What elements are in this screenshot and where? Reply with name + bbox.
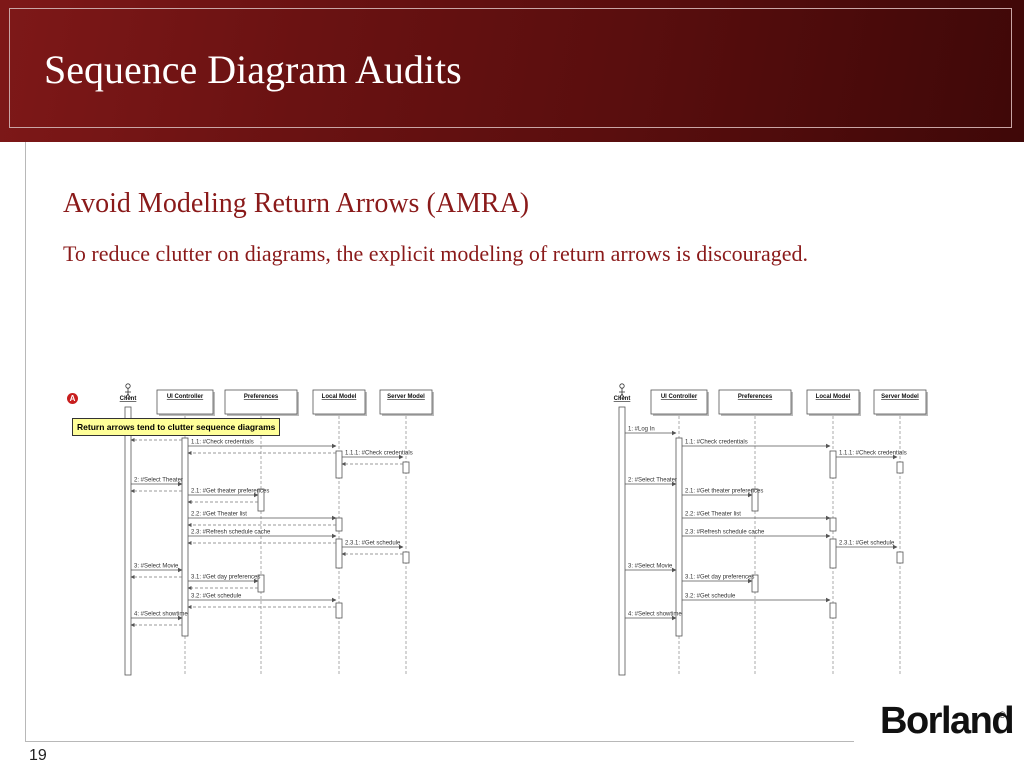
message-label: 1.1.1: #Check credentials [345, 451, 413, 457]
activation-bar [829, 450, 837, 479]
slide-body-text: To reduce clutter on diagrams, the expli… [63, 241, 809, 266]
activation-bar [751, 574, 759, 593]
message-label: 4: #Select showtime [628, 612, 682, 618]
message-label: 2.3: #Refresh schedule cache [685, 530, 765, 536]
activation-bar [751, 488, 759, 512]
message-label: 2.1: #Get theater preferences [191, 489, 269, 495]
message-label: 2.3.1: #Get schedule [345, 541, 401, 547]
object-box [873, 389, 927, 415]
bottom-divider [25, 741, 854, 742]
message-label: 2: #Select Theater [628, 478, 677, 484]
activation-bar [335, 450, 343, 479]
actor-head-icon [619, 383, 625, 389]
message-label: 3.2: #Get schedule [685, 594, 736, 600]
activation-bar [335, 538, 343, 569]
message-label: 4: #Select showtime [134, 612, 188, 618]
object-box [806, 389, 860, 415]
message-label: 1.1: #Check credentials [191, 440, 254, 446]
message-label: 1.1: #Check credentials [685, 440, 748, 446]
object-label: Server Model [881, 394, 919, 400]
object-box [224, 389, 298, 415]
message-label: 3.1: #Get day preferences [191, 575, 260, 581]
activation-bar [402, 461, 410, 474]
object-box [650, 389, 708, 415]
message-label: 2.3: #Refresh schedule cache [191, 530, 271, 536]
message-label: 2.3.1: #Get schedule [839, 541, 895, 547]
activation-bar [829, 538, 837, 569]
sequence-diagram-with-returns: Client UI Controller Preferences Local Mode… [120, 383, 434, 676]
message-label: 3.2: #Get schedule [191, 594, 242, 600]
activation-bar [335, 602, 343, 619]
object-box [718, 389, 792, 415]
title-frame [9, 8, 1012, 128]
object-box [379, 389, 433, 415]
actor-activation-bar [618, 406, 626, 676]
message-label: 2: #Select Theater [134, 478, 183, 484]
message-label: 2.1: #Get theater preferences [685, 489, 763, 495]
object-label: UI Controller [167, 394, 204, 400]
message-label: 3: #Select Movie [134, 564, 179, 570]
actor-icon [619, 388, 625, 399]
actor-icon [125, 388, 131, 399]
object-box [312, 389, 366, 415]
left-divider [25, 142, 26, 742]
activation-bar [829, 517, 837, 532]
sequence-diagram-without-returns: Client UI Controller Preferences Local Mode… [614, 383, 928, 676]
activation-bar [675, 437, 683, 637]
message-label: 2.2: #Get Theater list [685, 512, 741, 518]
activation-bar [402, 551, 410, 564]
activation-bar [829, 602, 837, 619]
activation-bar [257, 574, 265, 593]
slide-title: Sequence Diagram Audits [44, 47, 462, 92]
registered-mark: ® [999, 710, 1006, 720]
borland-logo: Borland [880, 700, 1015, 742]
slide-subtitle: Avoid Modeling Return Arrows (AMRA) [63, 188, 530, 219]
activation-bar [335, 517, 343, 532]
activation-bar [896, 461, 904, 474]
activation-bar [896, 551, 904, 564]
object-box [156, 389, 214, 415]
actor-activation-bar [124, 406, 132, 676]
message-label: 3: #Select Movie [628, 564, 673, 570]
actor-head-icon [125, 383, 131, 389]
object-label: Local Model [816, 394, 851, 400]
actor-label: Client [120, 396, 137, 402]
title-banner: Sequence Diagram Audits [0, 0, 1024, 142]
object-label: Preferences [244, 394, 279, 400]
actor-label: Client [614, 396, 631, 402]
annotation-badge: A [67, 393, 78, 404]
activation-bar [257, 488, 265, 512]
message-label: 2.2: #Get Theater list [191, 512, 247, 518]
object-label: Server Model [387, 394, 425, 400]
object-label: Local Model [322, 394, 357, 400]
activation-bar [181, 437, 189, 637]
message-label: 1: #Log In [628, 427, 655, 433]
message-label: 1.1.1: #Check credentials [839, 451, 907, 457]
object-label: Preferences [738, 394, 773, 400]
message-label: 3.1: #Get day preferences [685, 575, 754, 581]
object-label: UI Controller [661, 394, 698, 400]
slide-number: 19 [29, 747, 47, 764]
annotation-note: Return arrows tend to clutter sequence d… [72, 418, 281, 436]
